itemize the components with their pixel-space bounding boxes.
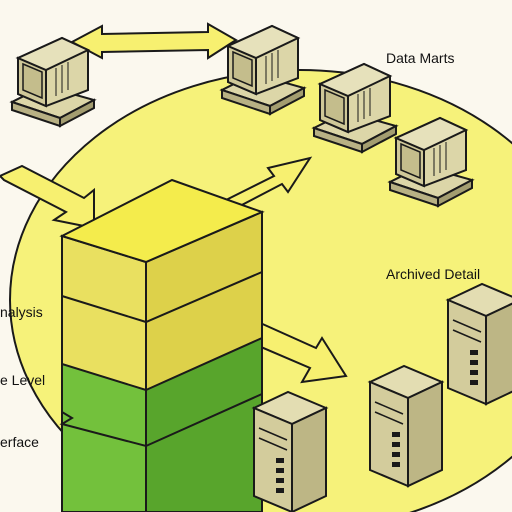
server-tower-icon	[369, 365, 443, 487]
arrow-data-marts-icon	[224, 156, 313, 210]
server-tower-icon	[447, 283, 512, 405]
server-tower-icon	[253, 391, 327, 512]
workstation-icon	[11, 37, 95, 127]
analysis-label: nalysis	[0, 304, 43, 320]
double-arrow-icon	[69, 22, 238, 60]
archived-detail-label: Archived Detail	[386, 266, 481, 282]
layer-stack	[59, 178, 265, 512]
level-label: e Level	[0, 372, 46, 388]
data-marts-label: Data Marts	[386, 50, 455, 66]
stack-top	[59, 178, 265, 264]
interface-label: erface	[0, 434, 39, 450]
